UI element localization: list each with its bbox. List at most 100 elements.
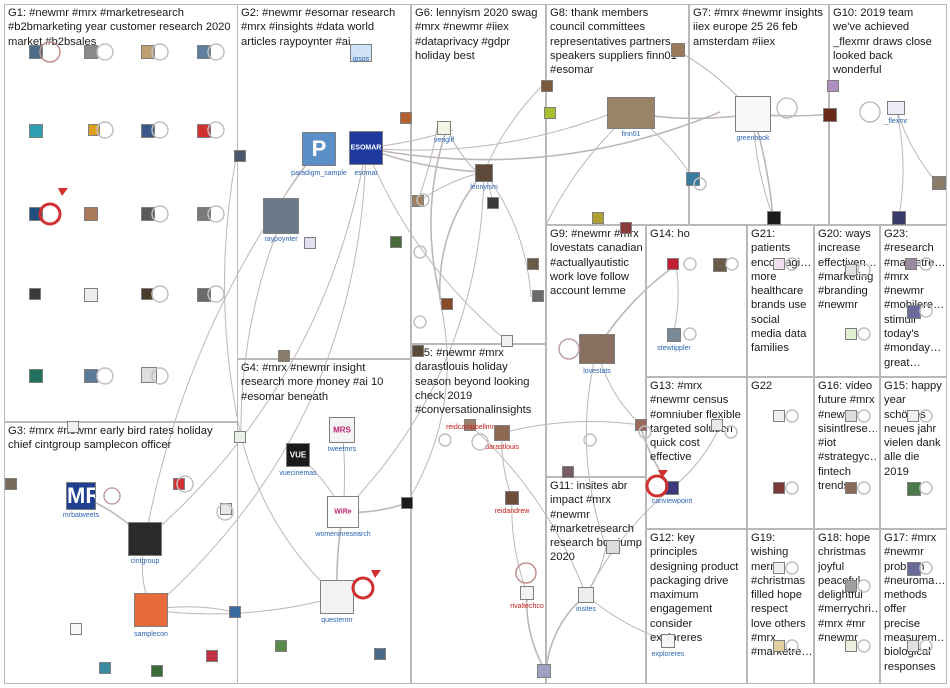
node-raypoynter[interactable] (263, 198, 299, 234)
account-avatar-node[interactable] (767, 211, 781, 225)
node-ipsos[interactable] (350, 44, 372, 62)
node-logo-text: VUE (289, 450, 307, 460)
account-avatar-node[interactable] (234, 150, 246, 162)
account-avatar-node[interactable] (686, 172, 700, 186)
node-reidandrew[interactable] (505, 491, 519, 505)
node-reidcampbellmr[interactable] (464, 419, 476, 431)
account-avatar-node[interactable] (671, 43, 685, 57)
account-avatar-node[interactable] (667, 258, 679, 270)
account-avatar-node[interactable] (275, 640, 287, 652)
account-avatar-node[interactable] (400, 112, 412, 124)
account-avatar-node[interactable] (544, 107, 556, 119)
account-avatar-node[interactable] (907, 410, 919, 422)
account-avatar-node[interactable] (197, 288, 211, 302)
group-g7: G7: #mrx #newmr insights iiex europe 25 … (689, 4, 829, 225)
account-avatar-node[interactable] (67, 421, 79, 433)
node-stewtippler[interactable] (667, 328, 681, 342)
node-tweetmrs[interactable]: MRS (329, 417, 355, 443)
account-avatar-node[interactable] (773, 410, 785, 422)
edge (150, 147, 367, 611)
node--flexmr[interactable] (887, 101, 905, 115)
edge (430, 127, 448, 301)
account-avatar-node[interactable] (141, 124, 155, 138)
node-insites[interactable] (578, 587, 594, 603)
account-avatar-node[interactable] (234, 431, 246, 443)
account-avatar-node[interactable] (141, 45, 155, 59)
account-avatar-node[interactable] (29, 369, 43, 383)
account-avatar-node[interactable] (278, 350, 290, 362)
group-label: G17: #mrx #newmr problem #neuroma… metho… (884, 532, 944, 673)
account-avatar-node[interactable] (823, 108, 837, 122)
node-darastlouis[interactable] (494, 425, 510, 441)
account-avatar-node[interactable] (562, 466, 574, 478)
node-lennyism[interactable] (475, 164, 493, 182)
account-avatar-node[interactable] (905, 258, 917, 270)
node-paradigm-sample[interactable]: P (302, 132, 336, 166)
group-label: G10: 2019 team we've achieved _flexmr dr… (833, 7, 935, 77)
account-avatar-node[interactable] (606, 540, 620, 554)
account-avatar-node[interactable] (206, 650, 218, 662)
account-avatar-node[interactable] (537, 664, 551, 678)
node-samplecon[interactable] (134, 593, 168, 627)
account-avatar-node[interactable] (907, 640, 919, 652)
account-avatar-node[interactable] (29, 45, 43, 59)
account-avatar-node[interactable] (532, 290, 544, 302)
self-loop (151, 121, 169, 139)
account-avatar-node[interactable] (541, 80, 553, 92)
account-avatar-node[interactable] (845, 580, 857, 592)
account-avatar-node[interactable] (374, 648, 386, 660)
node-greenbook[interactable] (735, 96, 771, 132)
account-avatar-node[interactable] (932, 176, 946, 190)
account-avatar-node[interactable] (501, 335, 513, 347)
account-avatar-node[interactable] (401, 497, 413, 509)
node-womeninresearch[interactable]: WiRe (327, 496, 359, 528)
account-avatar-node[interactable] (441, 298, 453, 310)
edge (511, 497, 528, 594)
account-avatar-node[interactable] (197, 45, 211, 59)
account-avatar-node[interactable] (99, 662, 111, 674)
account-avatar-node[interactable] (70, 623, 82, 635)
account-avatar-node[interactable] (29, 288, 41, 300)
account-avatar-node[interactable] (773, 482, 785, 494)
account-avatar-node[interactable] (5, 478, 17, 490)
account-avatar-node[interactable] (827, 80, 839, 92)
account-avatar-node[interactable] (845, 640, 857, 652)
node-veriglif[interactable] (437, 121, 451, 135)
node-mrbatweets[interactable]: MRA (66, 482, 96, 510)
account-avatar-node[interactable] (773, 258, 785, 270)
account-avatar-node[interactable] (845, 328, 857, 340)
account-avatar-node[interactable] (84, 207, 98, 221)
account-avatar-node[interactable] (141, 207, 155, 221)
account-avatar-node[interactable] (635, 419, 647, 431)
account-avatar-node[interactable] (84, 288, 98, 302)
node-cintgroup[interactable] (128, 522, 162, 556)
node-exploreres[interactable] (661, 634, 675, 648)
account-avatar-node[interactable] (390, 236, 402, 248)
account-avatar-node[interactable] (151, 665, 163, 677)
self-loop (216, 503, 234, 521)
account-avatar-node[interactable] (197, 124, 211, 138)
node-questermr[interactable] (320, 580, 354, 614)
account-avatar-node[interactable] (845, 264, 857, 276)
account-avatar-node[interactable] (711, 419, 723, 431)
account-avatar-node[interactable] (29, 124, 43, 138)
account-avatar-node[interactable] (487, 197, 499, 209)
account-avatar-node[interactable] (527, 258, 539, 270)
group-g13: G13: #mrx #newmr census #omniuber flexib… (646, 377, 747, 529)
account-avatar-node[interactable] (892, 211, 906, 225)
account-avatar-node[interactable] (773, 640, 785, 652)
node-vuecinemas[interactable]: VUE (286, 443, 310, 467)
account-avatar-node[interactable] (620, 222, 632, 234)
node-finn01[interactable] (607, 97, 655, 129)
account-avatar-node[interactable] (229, 606, 241, 618)
account-avatar-node[interactable] (845, 410, 857, 422)
account-avatar-node[interactable] (773, 562, 785, 574)
node-esomar[interactable]: ESOMAR (349, 131, 383, 165)
account-avatar-node[interactable] (197, 207, 211, 221)
account-avatar-node[interactable] (845, 482, 857, 494)
account-avatar-node[interactable] (304, 237, 316, 249)
group-g14: G14: ho (646, 225, 747, 377)
node-rivaltechco[interactable] (520, 586, 534, 600)
account-avatar-node[interactable] (592, 212, 604, 224)
account-avatar-node[interactable] (412, 345, 424, 357)
